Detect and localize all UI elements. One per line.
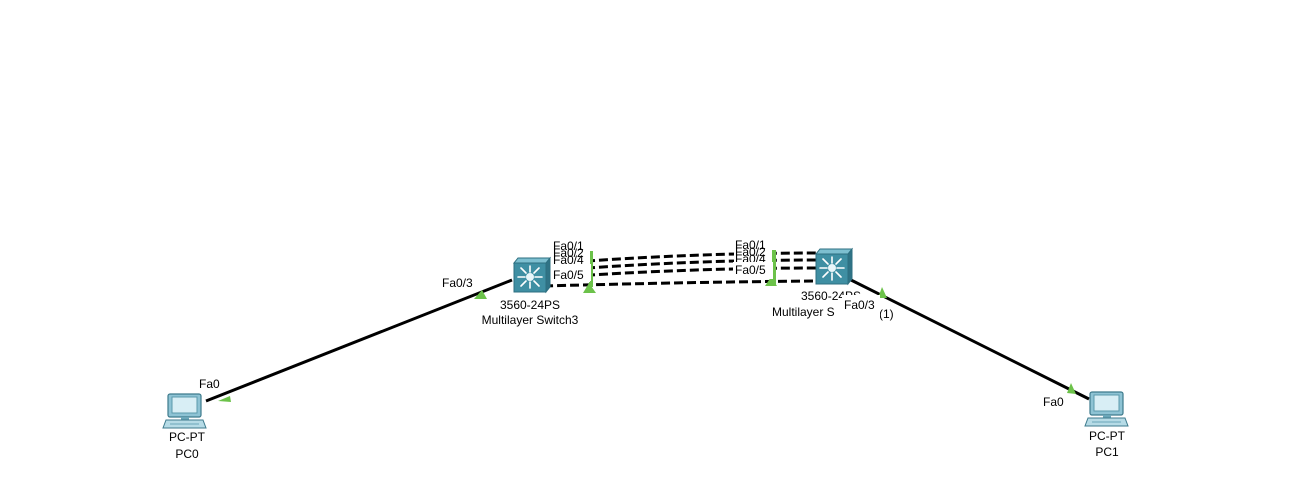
device-model-label: 3560-24PS [500,298,560,312]
trunk-link-3[interactable] [559,266,817,279]
multilayer-switch-right[interactable] [814,247,854,286]
cable-swr-pc1[interactable] [848,277,1090,401]
etherchannel-bundle[interactable] [543,251,819,288]
swr-device-labels: 3560-24PS Multilayer S (1) Fa0/3 [772,289,894,321]
link-up-icon [218,396,231,402]
port-label: Fa0/1 [735,238,766,252]
link-up-icon [1067,383,1076,394]
port-label-swr-fa05: Fa0/5 [735,263,766,277]
multilayer-switch-icon[interactable] [814,247,854,286]
port-label-swr-fa03: Fa0/3 [844,298,875,312]
device-name-label: Multilayer Switch3 [482,313,579,327]
port-label: Fa0/1 [553,239,584,253]
port-label-pc0-fa0: Fa0 [199,377,220,391]
trunk-link-2[interactable] [559,258,817,272]
cable-pc0-sw3[interactable] [205,278,513,403]
link-up-icon [765,277,777,286]
trunk-link-1[interactable] [559,251,817,265]
multilayer-switch-icon[interactable] [512,256,552,294]
device-model-label: PC-PT [1089,429,1126,443]
link-up-icon [583,283,596,293]
port-label: Fa0/2 [553,246,584,260]
link-up-icon [878,287,887,298]
link-up-icon [474,290,487,299]
device-name-tail-label: (1) [879,307,894,321]
link-status-indicators [218,250,1076,402]
port-label: Fa0/2 [735,245,766,259]
swr-port-label-stack: Fa0/1 Fa0/2 Fa0/4 Fa0/5 [733,237,773,279]
pc-icon[interactable] [1084,391,1129,427]
device-name-label: Multilayer S [772,305,835,319]
link-up-icon [772,250,776,286]
pc1[interactable] [1084,391,1129,427]
port-label-pc1-fa0: Fa0 [1043,395,1064,409]
pc-icon[interactable] [162,393,207,429]
multilayer-switch3[interactable] [512,256,552,294]
device-name-label: PC0 [175,447,199,461]
sw3-port-label-stack: Fa0/1 Fa0/2 Fa0/4 Fa0/5 [551,238,591,282]
port-label-sw3-fa03: Fa0/3 [442,276,473,290]
port-label-sw3-fa05: Fa0/5 [553,268,584,282]
port-label: Fa0/4 [553,253,584,267]
pc0[interactable] [162,393,207,429]
trunk-link-4[interactable] [543,279,819,288]
device-name-label: PC1 [1095,445,1119,459]
device-model-label: PC-PT [169,430,206,444]
